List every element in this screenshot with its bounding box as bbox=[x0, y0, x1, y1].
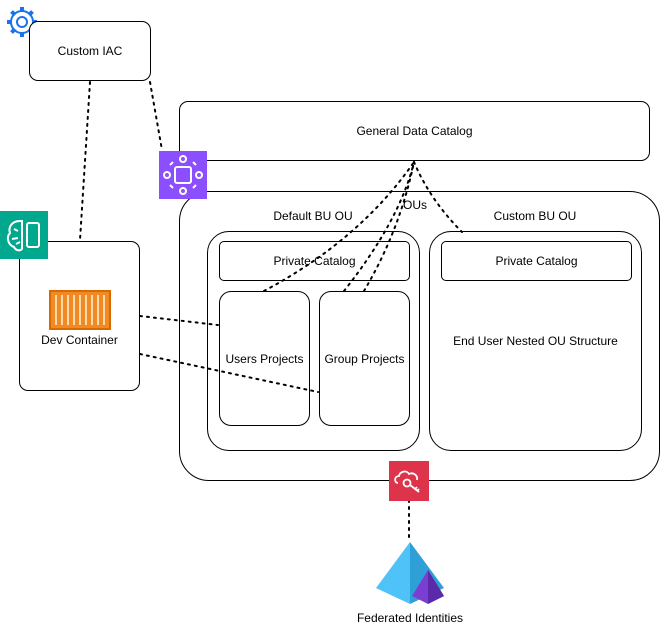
identity-key-icon bbox=[389, 461, 429, 501]
custom-bu-ou-label: Custom BU OU bbox=[493, 209, 577, 223]
federated-identities-label: Federated Identities bbox=[356, 611, 464, 625]
users-projects-label: Users Projects bbox=[225, 351, 304, 366]
dev-container-label: Dev Container bbox=[41, 333, 118, 347]
connector-iac-org bbox=[149, 81, 163, 151]
group-projects-box: Group Projects bbox=[319, 291, 410, 426]
organizations-icon bbox=[159, 151, 207, 199]
private-catalog-custom-label: Private Catalog bbox=[495, 254, 578, 268]
connector-iac-devcontainer bbox=[79, 81, 91, 241]
default-bu-ou-label: Default BU OU bbox=[273, 209, 353, 223]
users-projects-box: Users Projects bbox=[219, 291, 310, 426]
general-data-catalog-box: General Data Catalog bbox=[179, 101, 650, 161]
group-projects-label: Group Projects bbox=[324, 351, 405, 366]
pyramid-icon bbox=[376, 542, 444, 604]
private-catalog-default-box: Private Catalog bbox=[219, 241, 410, 281]
general-data-catalog-label: General Data Catalog bbox=[356, 124, 473, 138]
private-catalog-default-label: Private Catalog bbox=[273, 254, 356, 268]
custom-iac-box: Custom IAC bbox=[29, 21, 151, 81]
container-icon bbox=[49, 290, 111, 330]
end-user-nested-label: End User Nested OU Structure bbox=[453, 334, 618, 348]
ous-label: OUs bbox=[403, 198, 427, 212]
ai-brain-icon bbox=[0, 211, 48, 259]
private-catalog-custom-box: Private Catalog bbox=[441, 241, 632, 281]
custom-iac-label: Custom IAC bbox=[57, 44, 123, 58]
